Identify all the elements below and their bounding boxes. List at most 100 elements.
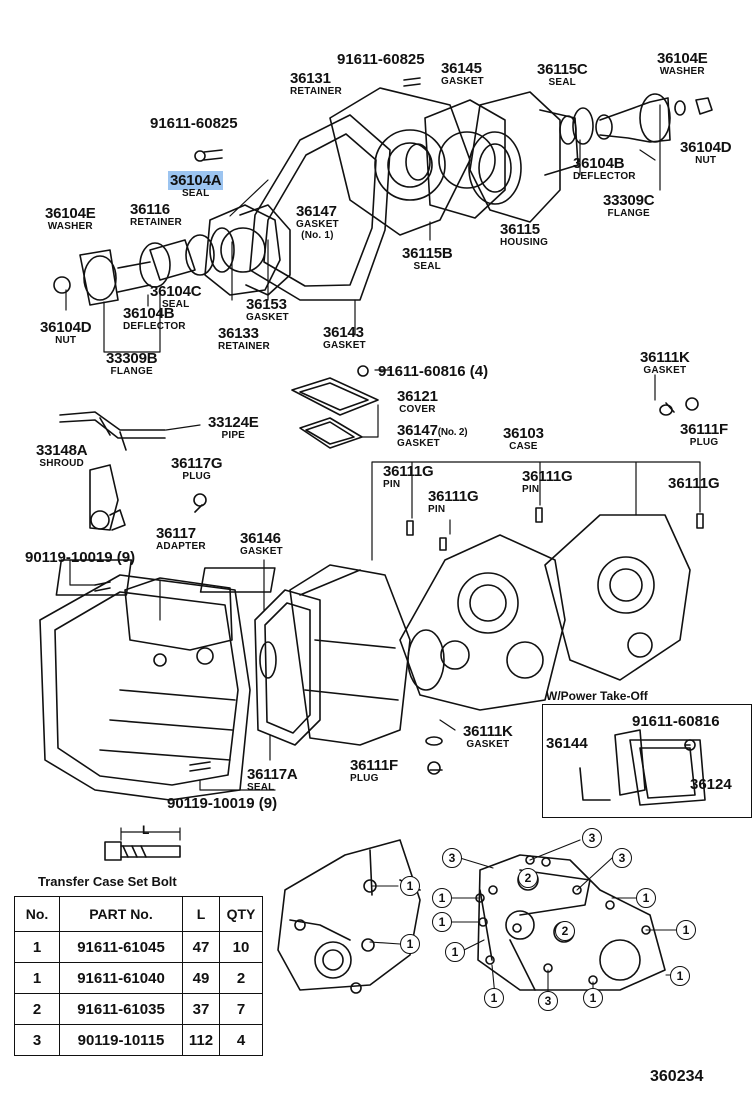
part-name: PIN bbox=[383, 479, 401, 490]
label-91611-60816-4: 91611-60816 (4) bbox=[378, 363, 489, 380]
cell-qty: 2 bbox=[219, 962, 263, 994]
cell-qty: 4 bbox=[219, 1024, 263, 1056]
label-33309B-flange: 33309B FLANGE bbox=[106, 350, 158, 377]
part-number: 33309C bbox=[603, 192, 655, 209]
cell-qty: 7 bbox=[219, 993, 263, 1025]
part-number: 36111K bbox=[463, 723, 513, 740]
part-variant: (No. 1) bbox=[301, 230, 334, 241]
part-name: GASKET bbox=[397, 438, 440, 449]
part-name: PIN bbox=[428, 504, 446, 515]
part-number: 36104B bbox=[123, 305, 175, 322]
label-36104A-seal: 36104A SEAL bbox=[168, 171, 224, 199]
label-36104E-washer-right: 36104E WASHER bbox=[657, 51, 708, 77]
label-36116-retainer: 36116 RETAINER bbox=[130, 202, 182, 228]
part-number: 36111F bbox=[680, 421, 729, 438]
housing-36115 bbox=[469, 91, 561, 223]
label-36104B-deflector-left: 36104B DEFLECTOR bbox=[123, 306, 186, 332]
label-36117G-plug: 36117G PLUG bbox=[171, 455, 223, 482]
cell-part-no: 91611-61040 bbox=[59, 962, 183, 994]
label-36115C-seal: 36115C SEAL bbox=[537, 62, 588, 88]
bolt-marker: 3 bbox=[582, 828, 602, 848]
part-name: COVER bbox=[399, 404, 436, 415]
part-name: PLUG bbox=[350, 773, 379, 784]
pto-cover-36124 bbox=[629, 739, 706, 806]
label-36115-housing: 36115 HOUSING bbox=[500, 222, 548, 248]
label-36111K-gasket-bottom: 36111K GASKET bbox=[463, 724, 513, 750]
part-name: PIPE bbox=[221, 430, 246, 441]
part-name: SEAL bbox=[161, 299, 190, 310]
part-name: PIN bbox=[522, 484, 540, 495]
table-row: 2 91611-61035 37 7 bbox=[14, 993, 263, 1025]
label-90119-10019-top: 90119-10019 (9) bbox=[25, 549, 136, 566]
label-36104E-washer-left: 36104E WASHER bbox=[45, 206, 96, 232]
part-number: 36146 bbox=[240, 530, 281, 547]
label-36145-gasket: 36145 GASKET bbox=[441, 61, 484, 87]
pto-gasket-36144 bbox=[614, 729, 646, 796]
col-no: No. bbox=[14, 896, 60, 932]
label-33309C-flange: 33309C FLANGE bbox=[603, 192, 655, 219]
cell-no: 1 bbox=[14, 931, 60, 963]
part-name: RETAINER bbox=[290, 86, 342, 97]
bolt-marker: 3 bbox=[538, 991, 558, 1011]
table-header-row: No. PART No. L QTY bbox=[14, 896, 263, 932]
label-36153-gasket: 36153 GASKET bbox=[246, 297, 289, 323]
retainer-36133 bbox=[204, 204, 281, 296]
bolt-dimension-sketch bbox=[104, 827, 181, 861]
cell-l: 47 bbox=[182, 931, 220, 963]
bolt-length-label: L bbox=[142, 823, 150, 837]
case-bottom-left-outline bbox=[277, 839, 421, 991]
part-number: 36104C bbox=[150, 283, 202, 300]
part-number: 33309B bbox=[106, 350, 158, 367]
part-name: WASHER bbox=[659, 66, 705, 77]
part-number: 36117 bbox=[156, 525, 196, 542]
part-name: GASKET bbox=[643, 365, 687, 376]
part-number: 36104E bbox=[657, 50, 708, 67]
part-name: SEAL bbox=[181, 188, 210, 199]
part-number: 36115B bbox=[402, 245, 453, 262]
cell-qty: 10 bbox=[219, 931, 263, 963]
part-number: 36111K bbox=[640, 349, 690, 366]
part-number: 36104D bbox=[680, 139, 732, 156]
label-36117A-seal: 36117A SEAL bbox=[247, 767, 298, 793]
label-36147-gasket-no1: 36147 GASKET (No. 1) bbox=[296, 204, 339, 241]
part-number: 36115C bbox=[537, 61, 588, 78]
case-36103-front bbox=[289, 564, 411, 746]
cell-no: 3 bbox=[14, 1024, 60, 1056]
part-number: 36133 bbox=[218, 325, 259, 342]
bolt-marker: 2 bbox=[555, 921, 575, 941]
label-36111F-plug-bottom: 36111F PLUG bbox=[350, 758, 398, 784]
label-36104C-seal: 36104C SEAL bbox=[150, 283, 202, 310]
part-name: ADAPTER bbox=[156, 541, 206, 552]
part-name: PLUG bbox=[689, 437, 719, 448]
label-36117-adapter: 36117 ADAPTER bbox=[156, 526, 206, 552]
label-36124: 36124 bbox=[690, 776, 732, 793]
label-36111G-d: 36111G bbox=[668, 475, 720, 492]
part-name: GASKET bbox=[466, 739, 510, 750]
col-part-no: PART No. bbox=[59, 896, 183, 932]
part-number: 36147 bbox=[296, 203, 337, 220]
label-33148A-shroud: 33148A SHROUD bbox=[36, 443, 88, 469]
flange-33309B bbox=[79, 249, 119, 306]
bolt-marker: 1 bbox=[636, 888, 656, 908]
part-name: SHROUD bbox=[39, 458, 84, 469]
bolt-marker: 1 bbox=[445, 942, 465, 962]
part-number: 36116 bbox=[130, 201, 170, 218]
bolt-marker: 3 bbox=[612, 848, 632, 868]
part-number: 33124E bbox=[208, 414, 259, 431]
label-36133-retainer: 36133 RETAINER bbox=[218, 326, 270, 352]
part-number: 36131 bbox=[290, 70, 331, 87]
part-number: 36103 bbox=[503, 425, 544, 442]
part-name: GASKET bbox=[240, 546, 283, 557]
part-number: 36153 bbox=[246, 296, 287, 313]
part-number: 36115 bbox=[500, 221, 540, 238]
part-number: 36111G bbox=[522, 468, 573, 485]
part-name: GASKET bbox=[296, 219, 339, 230]
bolt-table: No. PART No. L QTY 1 91611-61045 47 10 1… bbox=[14, 896, 263, 1056]
case-36103-cover bbox=[544, 514, 691, 681]
cell-l: 37 bbox=[182, 993, 220, 1025]
pipe-33124E bbox=[59, 411, 166, 431]
label-36111G-pin-b: 36111G PIN bbox=[428, 489, 479, 515]
label-36111G-pin-c: 36111G PIN bbox=[522, 469, 573, 495]
part-number: 36117G bbox=[171, 455, 223, 472]
